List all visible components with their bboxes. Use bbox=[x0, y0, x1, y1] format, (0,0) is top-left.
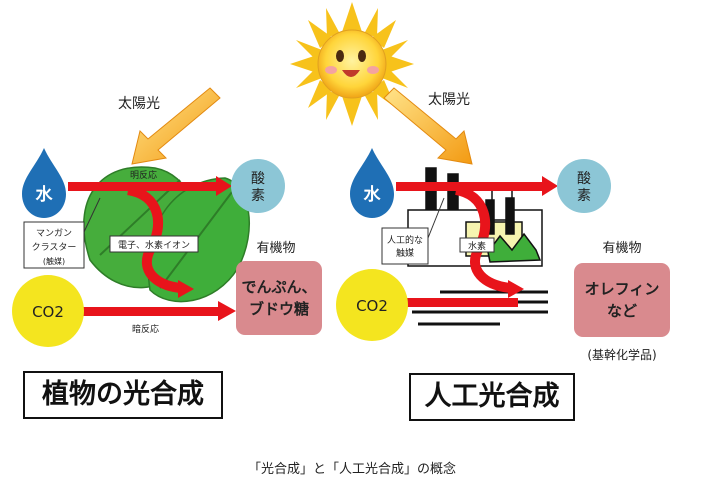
sunlight-arrow-right bbox=[383, 87, 473, 165]
oxygen-circle-left bbox=[231, 159, 285, 213]
light-reaction-label: 明反応 bbox=[130, 169, 157, 181]
sun-icon bbox=[290, 2, 414, 126]
organic-label-left: 有機物 bbox=[256, 241, 295, 256]
organic-label-right: 有機物 bbox=[602, 241, 641, 256]
water-label-left: 水 bbox=[36, 184, 54, 205]
right-panel-title: 人工光合成 bbox=[409, 373, 575, 421]
dark-reaction-label: 暗反応 bbox=[132, 323, 159, 335]
water-label-right: 水 bbox=[364, 184, 382, 205]
electron-label-box bbox=[109, 235, 199, 253]
left-panel-title: 植物の光合成 bbox=[23, 371, 223, 419]
catalyst-line3-left: (触媒) bbox=[43, 256, 65, 266]
light-reaction-arrow-left bbox=[68, 176, 232, 196]
product-box-left bbox=[236, 261, 322, 335]
oxygen-line2-right: 素 bbox=[577, 188, 591, 204]
catalyst-line1-right: 人工的な bbox=[387, 234, 423, 246]
co2-arrow-right bbox=[398, 298, 518, 307]
light-reaction-arrow-right bbox=[396, 176, 558, 196]
co2-label-right: CO2 bbox=[356, 297, 388, 315]
figure-caption: 「光合成」と「人工光合成」の概念 bbox=[247, 462, 456, 477]
product-box-right bbox=[574, 263, 670, 337]
catalyst-line1-left: マンガン bbox=[36, 228, 72, 239]
product-line1-left: でんぷん、 bbox=[241, 278, 316, 296]
water-drop-icon-left bbox=[22, 148, 66, 218]
catalyst-box-right bbox=[381, 227, 429, 265]
leaf-icon bbox=[83, 166, 250, 303]
product-line1-right: オレフィン bbox=[585, 280, 660, 298]
co2-label-left: CO2 bbox=[32, 303, 64, 321]
oxygen-circle-right bbox=[557, 159, 611, 213]
catalyst-box-left bbox=[23, 221, 85, 269]
water-drop-icon-right bbox=[350, 148, 394, 218]
product-line2-right: など bbox=[607, 302, 637, 320]
oxygen-line1-left: 酸 bbox=[251, 171, 265, 187]
sunlight-label-left: 太陽光 bbox=[118, 96, 160, 112]
electron-label: 電子、水素イオン bbox=[118, 239, 190, 251]
sunlight-arrow-left bbox=[131, 87, 221, 165]
co2-circle-left bbox=[12, 275, 84, 347]
dark-reaction-arrow-left bbox=[70, 301, 236, 321]
product-line2-left: ブドウ糖 bbox=[249, 300, 309, 318]
catalyst-line2-right: 触媒 bbox=[396, 247, 414, 259]
oxygen-line2-left: 素 bbox=[251, 188, 265, 204]
sunlight-label-right: 太陽光 bbox=[428, 92, 470, 108]
hydrogen-label: 水素 bbox=[468, 240, 486, 252]
hydrogen-label-box bbox=[459, 237, 495, 253]
oxygen-line1-right: 酸 bbox=[577, 171, 591, 187]
catalyst-line2-left: クラスター bbox=[32, 242, 77, 253]
co2-circle-right bbox=[336, 269, 408, 341]
product-note-right: (基幹化学品) bbox=[587, 347, 656, 362]
